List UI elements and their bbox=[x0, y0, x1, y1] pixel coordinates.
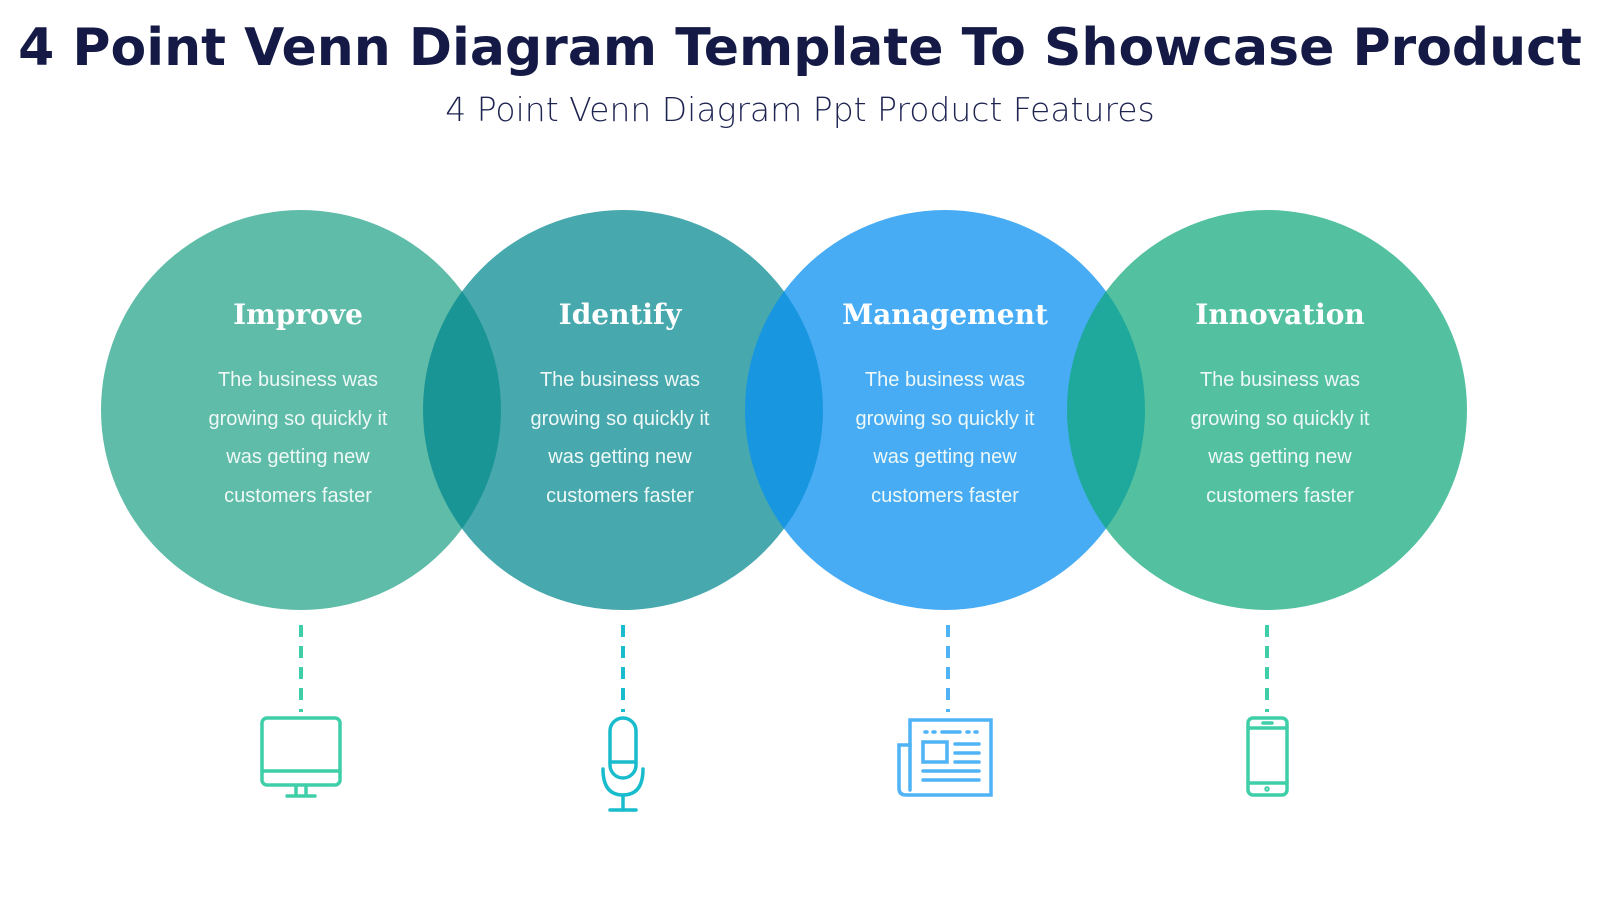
venn-heading: Management bbox=[842, 298, 1048, 331]
venn-description: The business was growing so quickly it w… bbox=[1190, 369, 1370, 507]
venn-circle-innovation bbox=[1067, 210, 1467, 610]
venn-label-management: Management The business was growing so q… bbox=[785, 298, 1105, 515]
venn-label-identify: Identify The business was growing so qui… bbox=[460, 298, 780, 515]
venn-circle-identify bbox=[423, 210, 823, 610]
monitor-icon bbox=[260, 716, 342, 798]
venn-heading: Innovation bbox=[1195, 298, 1365, 331]
page-title: 4 Point Venn Diagram Template To Showcas… bbox=[18, 18, 1582, 78]
venn-description: The business was growing so quickly it w… bbox=[530, 369, 710, 507]
newspaper-icon bbox=[897, 718, 993, 797]
microphone-icon bbox=[601, 716, 645, 812]
venn-circle-improve bbox=[101, 210, 501, 610]
venn-heading: Improve bbox=[233, 298, 363, 331]
mobile-phone-icon bbox=[1246, 716, 1289, 797]
venn-heading: Identify bbox=[558, 298, 682, 331]
venn-description: The business was growing so quickly it w… bbox=[208, 369, 388, 507]
page-subtitle: 4 Point Venn Diagram Ppt Product Feature… bbox=[445, 90, 1155, 129]
venn-label-innovation: Innovation The business was growing so q… bbox=[1120, 298, 1440, 515]
venn-description: The business was growing so quickly it w… bbox=[855, 369, 1035, 507]
venn-circle-management bbox=[745, 210, 1145, 610]
venn-label-improve: Improve The business was growing so quic… bbox=[138, 298, 458, 515]
